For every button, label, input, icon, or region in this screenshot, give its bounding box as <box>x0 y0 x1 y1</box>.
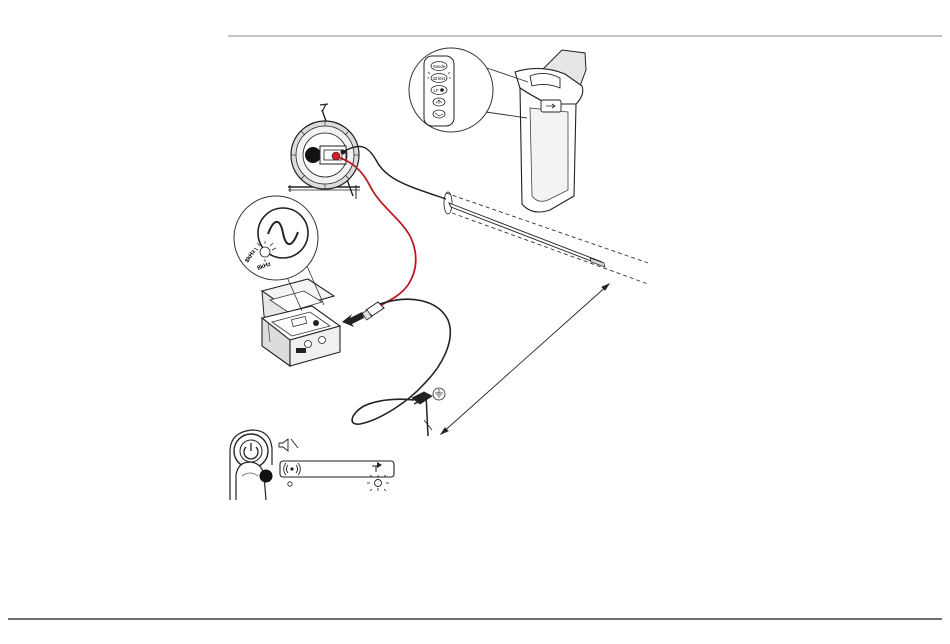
locator-sonde-label: Sonde <box>433 64 446 69</box>
red-test-lead <box>338 157 416 308</box>
reel-red-terminal <box>332 152 340 160</box>
finger <box>236 462 266 500</box>
volume-icon <box>279 439 298 451</box>
status-strip <box>280 461 394 477</box>
sonde-rod <box>449 203 604 266</box>
press-indicator <box>260 470 273 483</box>
mode-icon <box>433 110 445 118</box>
signal-generator <box>262 279 340 366</box>
ground-icon <box>433 388 445 400</box>
frequency-led <box>260 247 270 257</box>
generator-output-socket <box>313 320 319 326</box>
power-panel <box>230 430 394 500</box>
reel-hub <box>305 147 321 163</box>
locator <box>515 50 586 212</box>
locator-keypad-callout: Sonde 33 kHz LF <box>409 48 528 132</box>
connector-plug <box>362 302 384 320</box>
ground-clamp <box>412 392 432 436</box>
depth-dimension <box>441 284 609 434</box>
locator-frequency-label: 33 kHz <box>432 76 445 81</box>
locator-lf-label: LF <box>434 88 439 93</box>
connect-arrow <box>342 312 364 327</box>
cable-reel <box>288 104 360 199</box>
